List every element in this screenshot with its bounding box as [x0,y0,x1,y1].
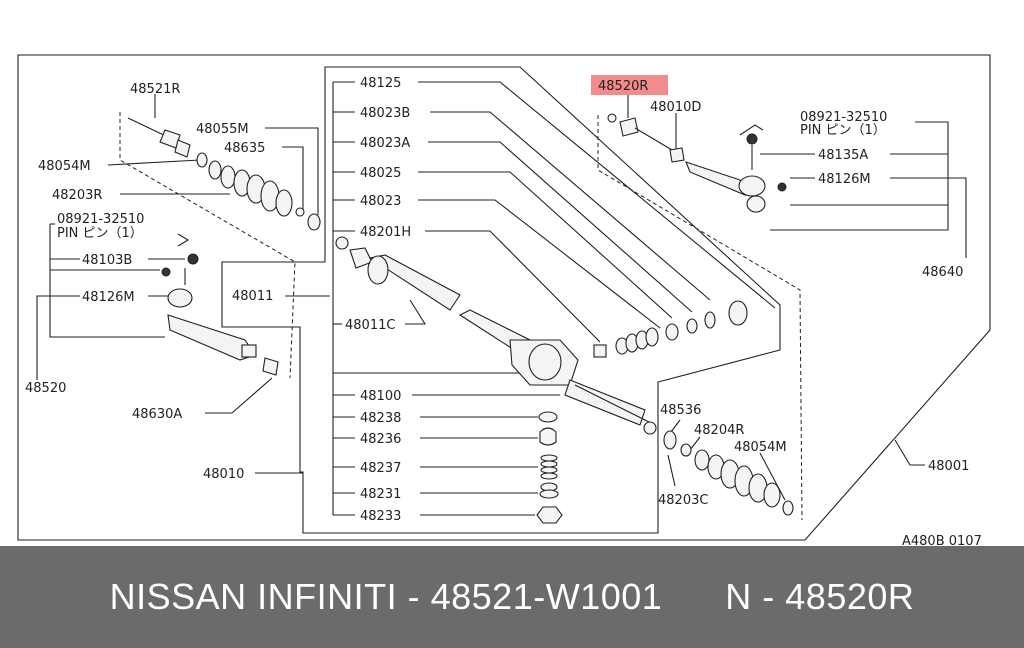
callout-48103b: 48103B [82,253,132,268]
boot-clamp-left-icon [196,152,208,168]
leader-48204r [689,436,701,451]
callout-48231: 48231 [360,487,401,502]
pin-right-bracket [770,121,949,231]
washer-48204r-icon [680,443,692,457]
callout-48001: 48001 [928,459,969,474]
spring-48237-icon [540,454,558,480]
leader-48023a [428,141,693,313]
callout-48203c: 48203C [658,493,708,508]
callout-48025: 48025 [360,166,401,181]
leader-48520 [36,295,80,380]
diagram-code: A480B 0107 [902,534,982,546]
callout-pin-right-text: PIN ピン（1） [800,123,886,138]
callout-pin-left-text: PIN ピン（1） [57,226,143,241]
callout-48635: 48635 [224,141,265,156]
callout-pin-left-number: 08921-32510 [57,212,144,227]
callout-48125: 48125 [360,76,401,91]
callout-48237: 48237 [360,461,401,476]
clip-48635-icon [295,207,305,217]
washer-48023a-icon [686,318,698,334]
highlight-48520r [591,75,668,95]
steering-gear-exploded-diagram: 48521R 48055M 48054M 48635 48203R 08921-… [17,54,991,546]
inner-tie-rod-right [607,113,685,163]
pin-left-bracket [49,224,165,338]
shim-48238-icon [538,411,558,423]
leader-48203c [667,454,676,487]
callout-48054m-left: 48054M [38,159,91,174]
leader-48635 [282,146,304,210]
callout-48054m-right: 48054M [734,440,787,455]
adjusting-screw-48231-icon [539,482,559,499]
boot-left [208,160,293,217]
leader-48023b [430,111,711,301]
callout-48126m-left: 48126M [82,290,135,305]
callout-48010: 48010 [203,467,244,482]
callout-48201h: 48201H [360,225,411,240]
clamp-48054m-right-icon [782,500,794,516]
callout-48023: 48023 [360,194,401,209]
clamp-48055m-icon [307,213,321,231]
callout-pin-right-number: 08921-32510 [800,110,887,125]
leader-48630a [205,377,273,414]
rack-bar [574,384,657,435]
leader-48201h [425,230,601,343]
callout-48023a: 48023A [360,136,410,151]
cover-48125-icon [728,300,748,326]
callout-48100: 48100 [360,389,401,404]
leader-48640 [890,177,967,258]
ring-48023b-icon [704,311,716,329]
leader-48001 [894,439,925,466]
callout-48536: 48536 [660,403,701,418]
callout-48126m-right: 48126M [818,172,871,187]
clamp-48536-icon [663,430,677,450]
inner-tie-rod-left [127,117,191,158]
callout-48640: 48640 [922,265,963,280]
banner-text: NISSAN INFINITI - 48521-W1001 N - 48520R [109,576,915,617]
callout-48135a: 48135A [818,148,868,163]
leader-48011c [405,299,426,325]
rack-housing [335,236,646,426]
callout-48630a: 48630A [132,407,182,422]
callout-48521r: 48521R [130,82,180,97]
callout-48204r: 48204R [694,423,744,438]
lock-nut-48233-icon [536,506,563,524]
subassembly-frame [221,66,781,534]
diagram-frame [17,54,991,541]
leader-48054m-right [759,452,786,501]
callout-48520r: 48520R [598,79,648,94]
boot-right [694,449,781,508]
left-dashed-outline [119,112,296,379]
callout-48023b: 48023B [360,106,410,121]
leader-48054m-left [107,159,201,166]
callout-48233: 48233 [360,509,401,524]
part-number-banner: NISSAN INFINITI - 48521-W1001 N - 48520R [0,546,1024,648]
callout-48011: 48011 [232,289,273,304]
callout-48238: 48238 [360,411,401,426]
callout-48203r: 48203R [52,188,102,203]
outer-tie-rod-end-left [161,253,279,376]
retainer-48236-icon [539,427,557,446]
outer-tie-rod-end-right [685,133,787,213]
callout-48236: 48236 [360,432,401,447]
leader-48055m [265,127,319,215]
callout-48055m: 48055M [196,122,249,137]
leader-48125 [418,81,776,309]
callout-48011c: 48011C [345,318,395,333]
leader-48025 [418,171,673,319]
pinion-48023-icon [615,327,659,355]
bushing-48201h-icon [593,344,607,358]
seal-48025-icon [665,323,679,341]
callout-48520: 48520 [25,381,66,396]
callout-48010d: 48010D [650,100,701,115]
leader-48023 [418,199,661,329]
